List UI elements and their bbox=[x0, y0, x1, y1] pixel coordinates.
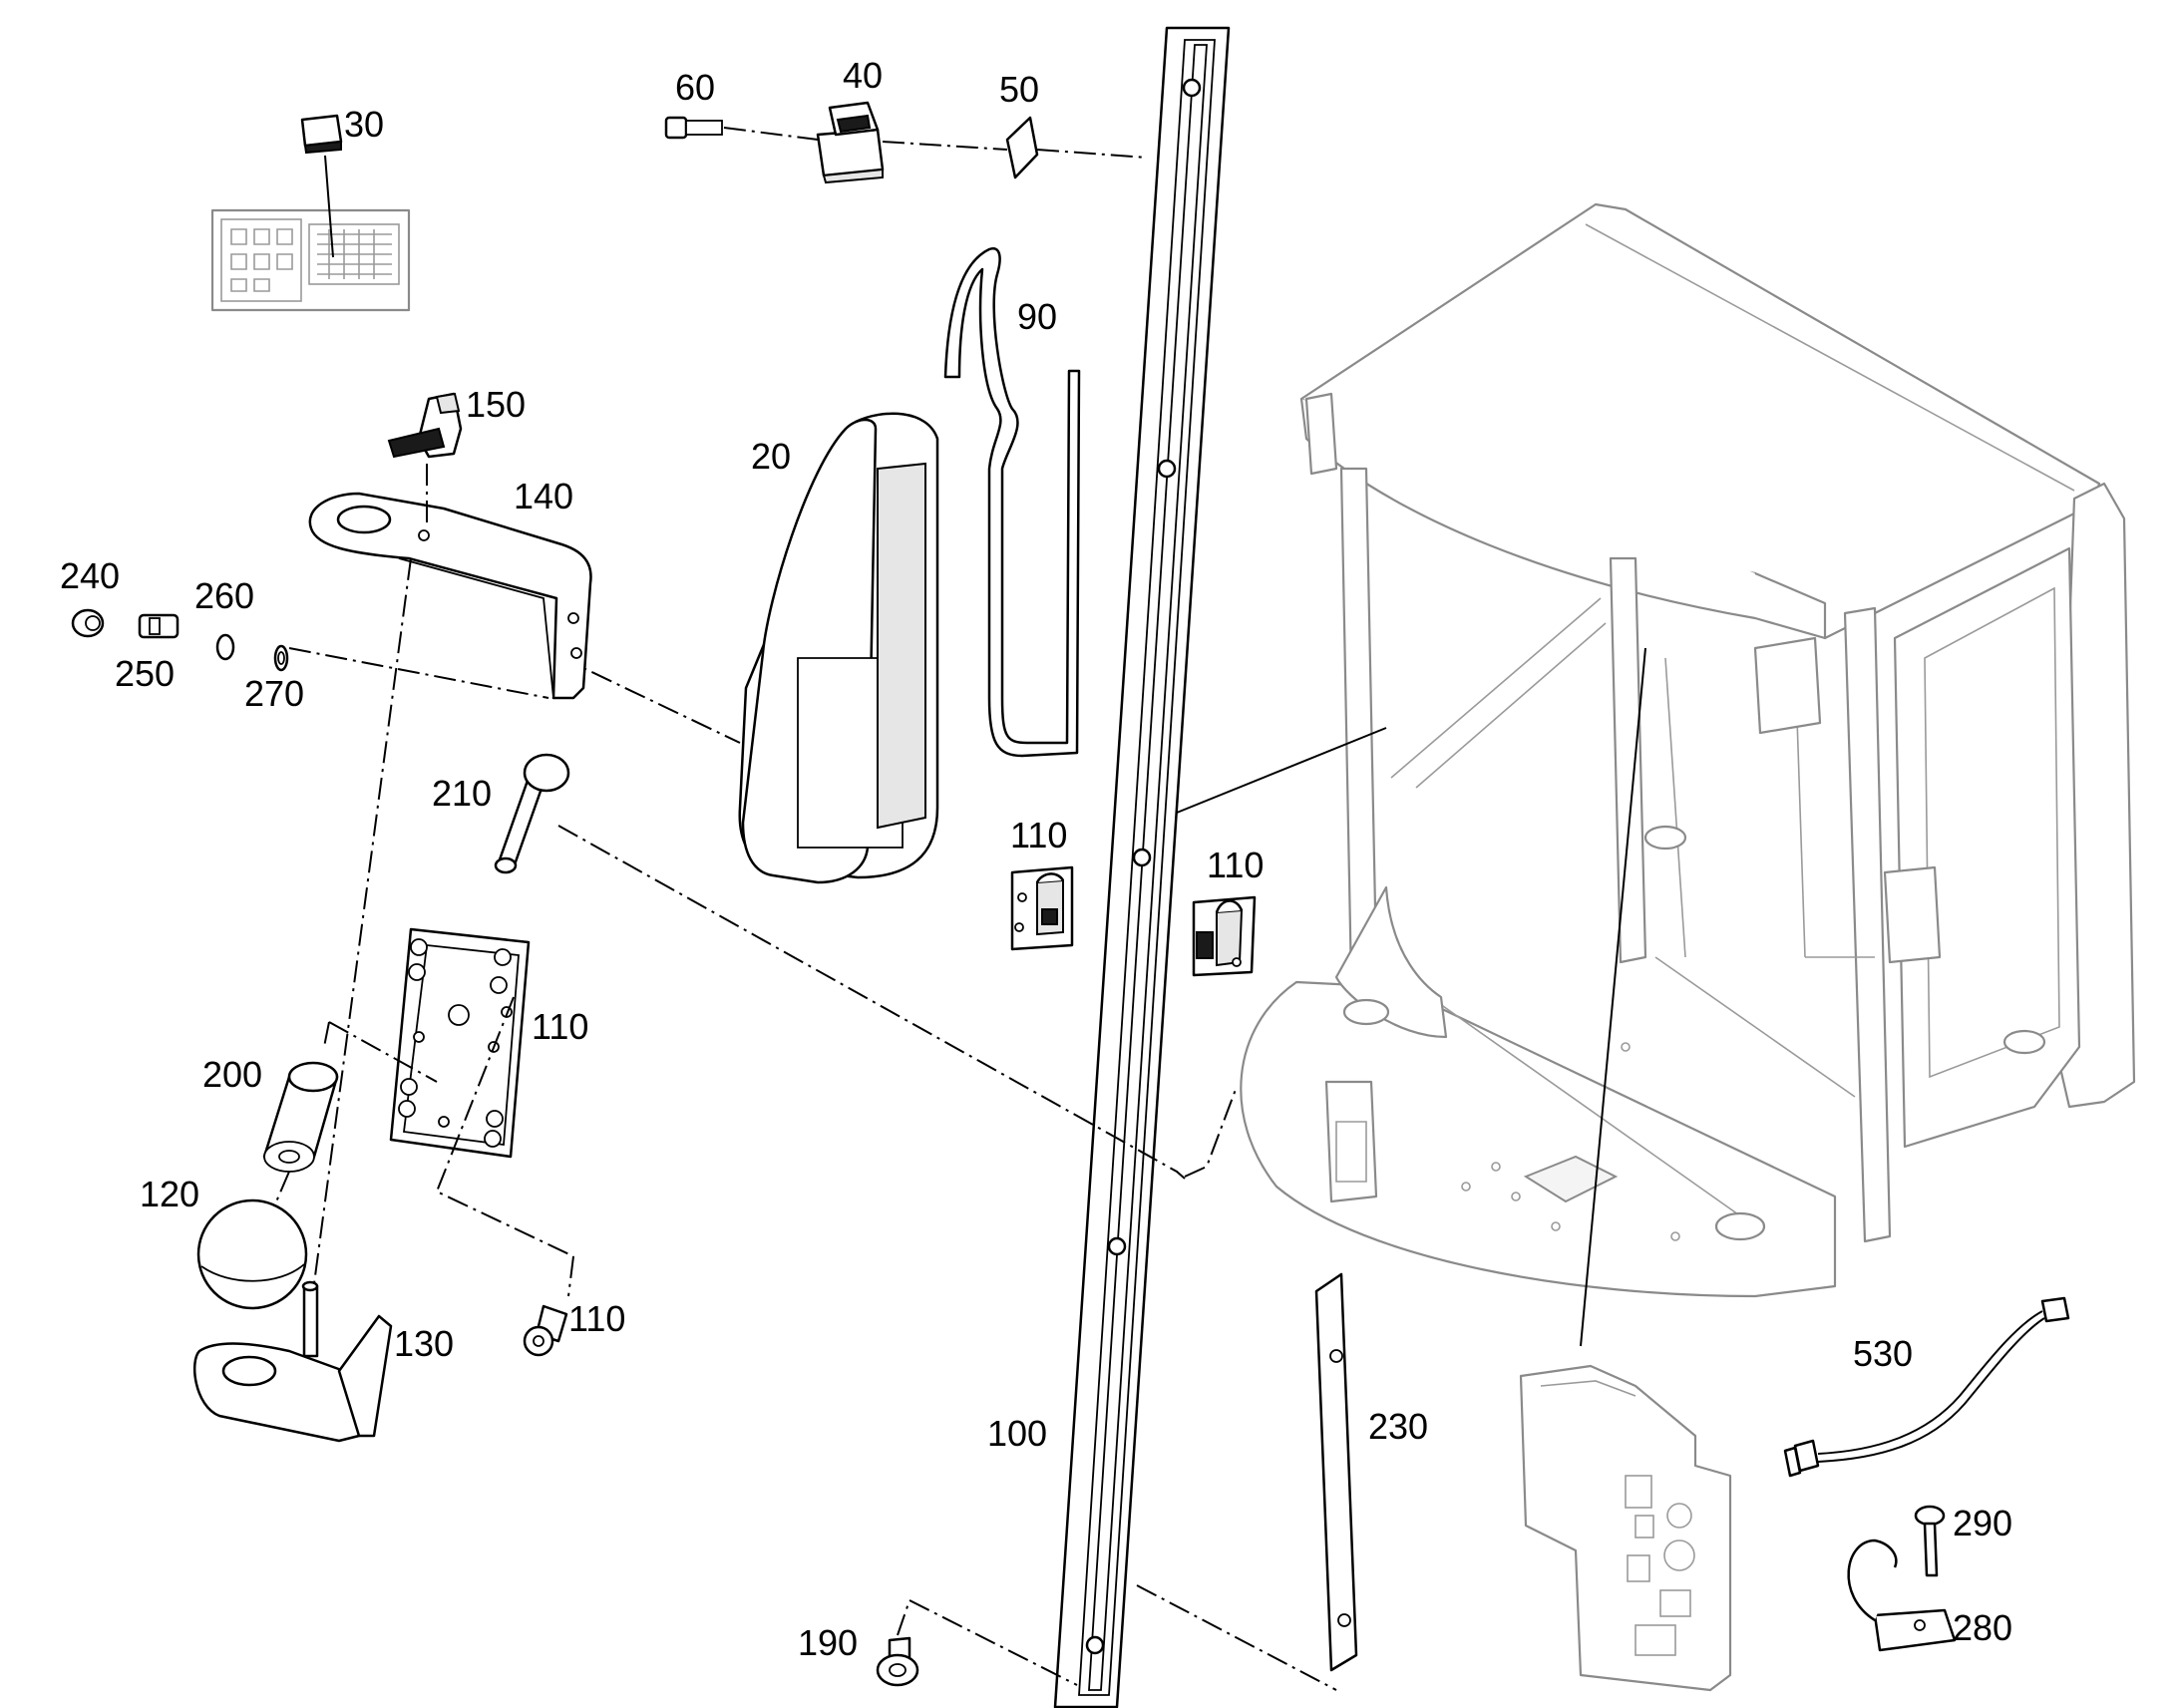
bracket-140 bbox=[308, 492, 592, 700]
callout-110-plate: 110 bbox=[532, 1006, 588, 1047]
callout-60: 60 bbox=[675, 67, 715, 108]
plate-50 bbox=[1005, 116, 1039, 179]
clamp-280 bbox=[1847, 1538, 1957, 1652]
bolt-60 bbox=[664, 116, 723, 140]
callout-20: 20 bbox=[751, 436, 791, 477]
plate-110 bbox=[389, 927, 531, 1159]
callout-140: 140 bbox=[514, 476, 573, 516]
callout-250: 250 bbox=[115, 653, 175, 694]
callout-110-clip-right: 110 bbox=[1207, 845, 1264, 885]
bolt-190 bbox=[876, 1636, 919, 1687]
knob-150 bbox=[387, 392, 463, 459]
callout-200: 200 bbox=[202, 1054, 262, 1095]
pin-210 bbox=[494, 753, 570, 874]
rear-panel bbox=[1519, 1364, 1732, 1692]
callout-90: 90 bbox=[1017, 296, 1057, 337]
callout-130: 130 bbox=[394, 1323, 454, 1364]
washer-260 bbox=[215, 633, 235, 661]
ball-120 bbox=[196, 1198, 308, 1310]
clip-110-left bbox=[1010, 865, 1074, 951]
callout-40: 40 bbox=[843, 55, 883, 96]
callout-120: 120 bbox=[140, 1174, 199, 1214]
callout-100: 100 bbox=[987, 1413, 1047, 1454]
callout-190: 190 bbox=[798, 1622, 858, 1663]
cylinder-200 bbox=[262, 1061, 339, 1173]
callout-280: 280 bbox=[1953, 1607, 2012, 1648]
callout-260: 260 bbox=[194, 575, 254, 616]
wire-90 bbox=[943, 247, 1081, 758]
spacer-250 bbox=[138, 613, 180, 639]
nut-240 bbox=[71, 608, 105, 638]
display-20 bbox=[738, 412, 939, 884]
clamp-40 bbox=[816, 101, 885, 184]
fuse-box bbox=[210, 208, 411, 312]
bolt-110 bbox=[523, 1304, 568, 1357]
callout-530: 530 bbox=[1853, 1333, 1913, 1374]
screw-290 bbox=[1914, 1505, 1946, 1577]
callout-110-clip-left: 110 bbox=[1010, 815, 1067, 855]
callout-290: 290 bbox=[1953, 1503, 2012, 1543]
base-130 bbox=[192, 1280, 393, 1443]
callout-110-bolt: 110 bbox=[568, 1298, 625, 1339]
fuse bbox=[300, 114, 343, 155]
callout-150: 150 bbox=[466, 384, 526, 425]
cab-frame bbox=[1240, 202, 2136, 1298]
washer-270 bbox=[273, 644, 289, 672]
callout-50: 50 bbox=[999, 69, 1039, 110]
callout-270: 270 bbox=[244, 673, 304, 714]
callout-240: 240 bbox=[60, 555, 120, 596]
clip-110-right bbox=[1192, 895, 1257, 977]
callout-230: 230 bbox=[1368, 1406, 1428, 1447]
strip-230 bbox=[1314, 1272, 1358, 1672]
callout-30: 30 bbox=[344, 104, 384, 145]
cable-530 bbox=[1783, 1296, 2070, 1478]
rail-100 bbox=[1053, 26, 1231, 1708]
callout-210: 210 bbox=[432, 773, 492, 814]
